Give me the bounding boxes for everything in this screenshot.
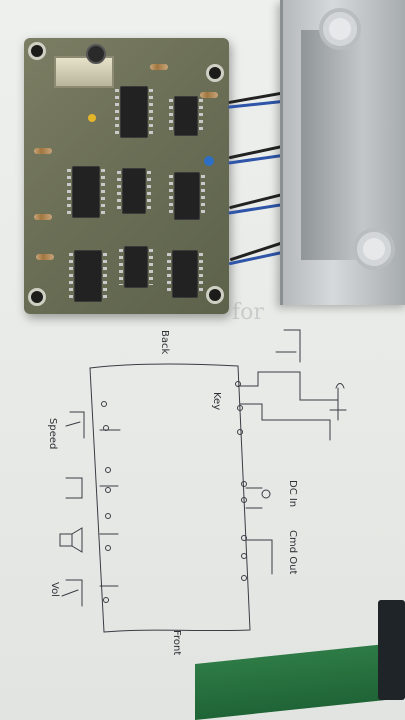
capacitor: [88, 114, 96, 122]
ic-chip: [67, 166, 105, 218]
sketch-pad: [241, 553, 247, 559]
label-back: Back: [159, 330, 170, 355]
ic-chip: [117, 168, 151, 214]
sketch-switch: [275, 329, 301, 363]
ic-chip: [119, 246, 153, 288]
label-cmd-out: Cmd Out: [287, 530, 298, 575]
sketch-pad: [105, 487, 111, 493]
sketch-pad: [105, 513, 111, 519]
ic-chip: [169, 172, 205, 220]
label-front: Front: [171, 630, 182, 656]
sketch-pad: [105, 545, 111, 551]
label-dc-in: DC In: [287, 480, 298, 508]
sketch-pad-lead: [99, 429, 121, 587]
label-key: Key: [211, 392, 222, 411]
trimmer-potentiometer: [86, 44, 106, 64]
sketch-speaker: [59, 527, 83, 553]
enclosure-interior: [301, 30, 363, 260]
sketch-pad: [105, 467, 111, 473]
sketch-key-lead: [237, 371, 339, 401]
label-speed: Speed: [47, 418, 58, 450]
ic-chip: [69, 250, 107, 302]
sketch-pad: [103, 597, 109, 603]
mounting-hole: [28, 42, 46, 60]
sketch-key-symbol: [329, 383, 347, 421]
sketch-pad: [241, 497, 247, 503]
resistor: [36, 254, 54, 260]
mounting-hole: [206, 286, 224, 304]
enclosure-grommet: [319, 8, 361, 50]
capacitor: [204, 156, 214, 166]
mounting-hole: [28, 288, 46, 306]
crystal-oscillator: [54, 56, 114, 88]
enclosure-grommet: [353, 228, 395, 270]
dark-object: [378, 600, 405, 700]
sketch-mode-switch: [65, 477, 83, 499]
sketch-volume-pot: [61, 579, 83, 607]
sketch-dc-jack: [245, 487, 263, 509]
resistor: [34, 214, 52, 220]
resistor: [200, 92, 218, 98]
sketch-outline: [89, 363, 251, 633]
sketch-pad: [237, 405, 243, 411]
ic-chip: [167, 250, 203, 298]
circuit-board: [24, 38, 229, 314]
sketch-pad: [235, 381, 241, 387]
sketch-pad: [103, 425, 109, 431]
sketch-pad: [237, 429, 243, 435]
ic-chip: [169, 96, 203, 136]
label-vol: Vol: [49, 582, 60, 597]
sketch-cmd-out-lead: [245, 539, 273, 575]
metal-enclosure: [280, 0, 405, 305]
mounting-hole: [206, 64, 224, 82]
sketch-pad: [241, 481, 247, 487]
sketch-pad: [241, 535, 247, 541]
ic-chip: [115, 86, 153, 138]
resistor: [150, 64, 168, 70]
sketch-pad: [241, 575, 247, 581]
sketch-pad: [101, 401, 107, 407]
sketch-dc-jack: [261, 489, 271, 499]
sketch-speed-pot: [65, 411, 85, 439]
watermark-text: for: [232, 300, 264, 325]
resistor: [34, 148, 52, 154]
sketch-key-lead: [239, 403, 331, 441]
